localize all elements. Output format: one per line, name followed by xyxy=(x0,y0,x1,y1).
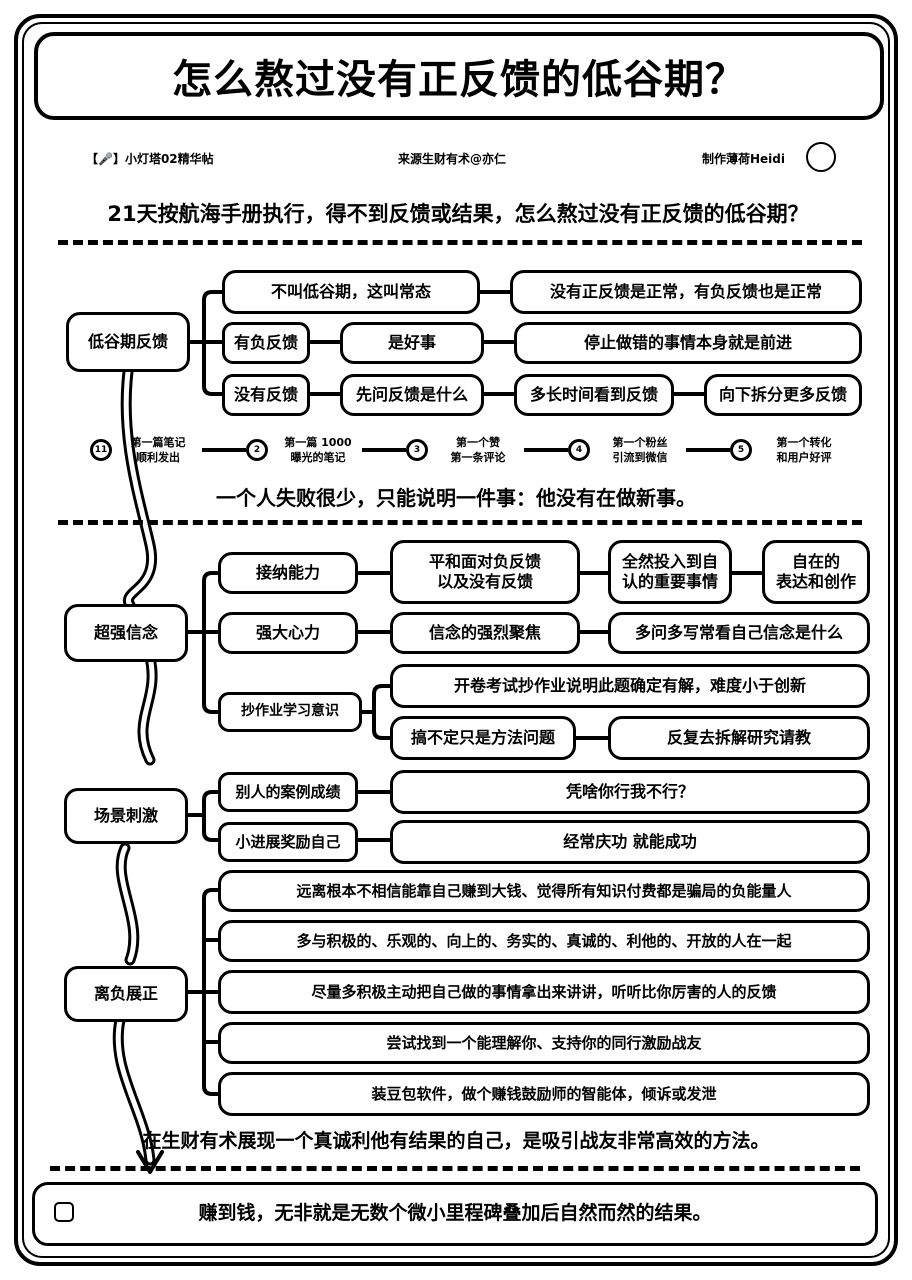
node-others-cases: 别人的案例成绩 xyxy=(218,772,358,812)
divider-1 xyxy=(58,240,862,245)
section-strong-belief: 超强信念 xyxy=(64,604,188,662)
milestone-dot-4: 4 xyxy=(568,439,590,461)
milestone-5: 第一个转化和用户好评 xyxy=(776,436,832,464)
section-away-negative: 离负展正 xyxy=(64,966,188,1022)
milestone-dot-5: 5 xyxy=(730,439,752,461)
node-full-devotion: 全然投入到自 认的重要事情 xyxy=(608,540,732,604)
node-strong-will: 强大心力 xyxy=(218,612,358,654)
section-scene-stimulus: 场景刺激 xyxy=(64,788,188,844)
inner-frame xyxy=(22,22,890,1258)
subtitle: 21天按航海手册执行，得不到反馈或结果，怎么熬过没有正反馈的低谷期？ xyxy=(107,202,809,226)
node-how-long: 多长时间看到反馈 xyxy=(514,374,674,416)
node-positive-people: 多与积极的、乐观的、向上的、务实的、真诚的、利他的、开放的人在一起 xyxy=(218,920,870,962)
node-calm-face: 平和面对负反馈 以及没有反馈 xyxy=(390,540,580,604)
node-no-feedback: 没有反馈 xyxy=(222,374,310,416)
node-reward-self: 小进展奖励自己 xyxy=(218,822,358,862)
milestone-1: 第一篇笔记顺利发出 xyxy=(130,436,186,464)
node-free-expression: 自在的 表达和创作 xyxy=(762,540,870,604)
node-study-consult: 反复去拆解研究请教 xyxy=(608,716,870,760)
milestone-dot-1: 11 xyxy=(90,439,112,461)
node-find-partner: 尝试找到一个能理解你、支持你的同行激励战友 xyxy=(218,1022,870,1064)
node-why-not-me: 凭啥你行我不行？ xyxy=(390,770,870,814)
node-open-book: 开卷考试抄作业说明此题确定有解，难度小于创新 xyxy=(390,664,870,708)
node-ai-agent: 装豆包软件，做个赚钱鼓励师的智能体，倾诉或发泄 xyxy=(218,1072,870,1116)
meta-author: 制作薄荷Heidi xyxy=(702,152,785,166)
node-ask-feedback: 先问反馈是什么 xyxy=(340,374,484,416)
node-copy-homework: 抄作业学习意识 xyxy=(218,692,362,732)
author-avatar xyxy=(806,142,836,172)
node-check-belief: 多问多写常看自己信念是什么 xyxy=(608,612,870,654)
node-feedback-normal: 没有正反馈是正常，有负反馈也是正常 xyxy=(510,270,862,314)
footer-conclusion: 赚到钱，无非就是无数个微小里程碑叠加后自然而然的结果。 xyxy=(32,1182,878,1246)
node-normal-state: 不叫低谷期，这叫常态 xyxy=(222,270,480,314)
node-good-thing: 是好事 xyxy=(340,322,484,364)
milestone-dot-3: 3 xyxy=(406,439,428,461)
section-low-feedback: 低谷期反馈 xyxy=(66,312,190,372)
divider-2 xyxy=(58,520,862,525)
node-negative-feedback: 有负反馈 xyxy=(222,322,310,364)
page-title: 怎么熬过没有正反馈的低谷期？ xyxy=(34,32,884,120)
outer-frame xyxy=(14,14,898,1266)
node-share-work: 尽量多积极主动把自己做的事情拿出来讲讲，听听比你厉害的人的反馈 xyxy=(218,970,870,1014)
node-avoid-negative-people: 远离根本不相信能靠自己赚到大钱、觉得所有知识付费都是骗局的负能量人 xyxy=(218,870,870,912)
divider-3 xyxy=(50,1166,860,1171)
node-acceptance: 接纳能力 xyxy=(218,552,358,594)
node-split-more: 向下拆分更多反馈 xyxy=(704,374,862,416)
node-celebrate: 经常庆功 就能成功 xyxy=(390,820,870,864)
meta-source-post: 【🎤】小灯塔02精华帖 xyxy=(86,152,214,166)
meta-origin: 来源生财有术@亦仁 xyxy=(398,152,507,166)
node-stop-wrong: 停止做错的事情本身就是前进 xyxy=(514,322,862,364)
quote-show-yourself: 在生财有术展现一个真诚利他有结果的自己，是吸引战友非常高效的方法。 xyxy=(142,1130,770,1152)
footer-icon xyxy=(54,1202,74,1222)
milestone-4: 第一个粉丝引流到微信 xyxy=(612,436,668,464)
node-method-problem: 搞不定只是方法问题 xyxy=(390,716,576,760)
node-belief-focus: 信念的强烈聚焦 xyxy=(390,612,580,654)
quote-new-things: 一个人失败很少，只能说明一件事：他没有在做新事。 xyxy=(216,486,696,510)
milestone-dot-2: 2 xyxy=(246,439,268,461)
milestone-3: 第一个赞第一条评论 xyxy=(450,436,506,464)
